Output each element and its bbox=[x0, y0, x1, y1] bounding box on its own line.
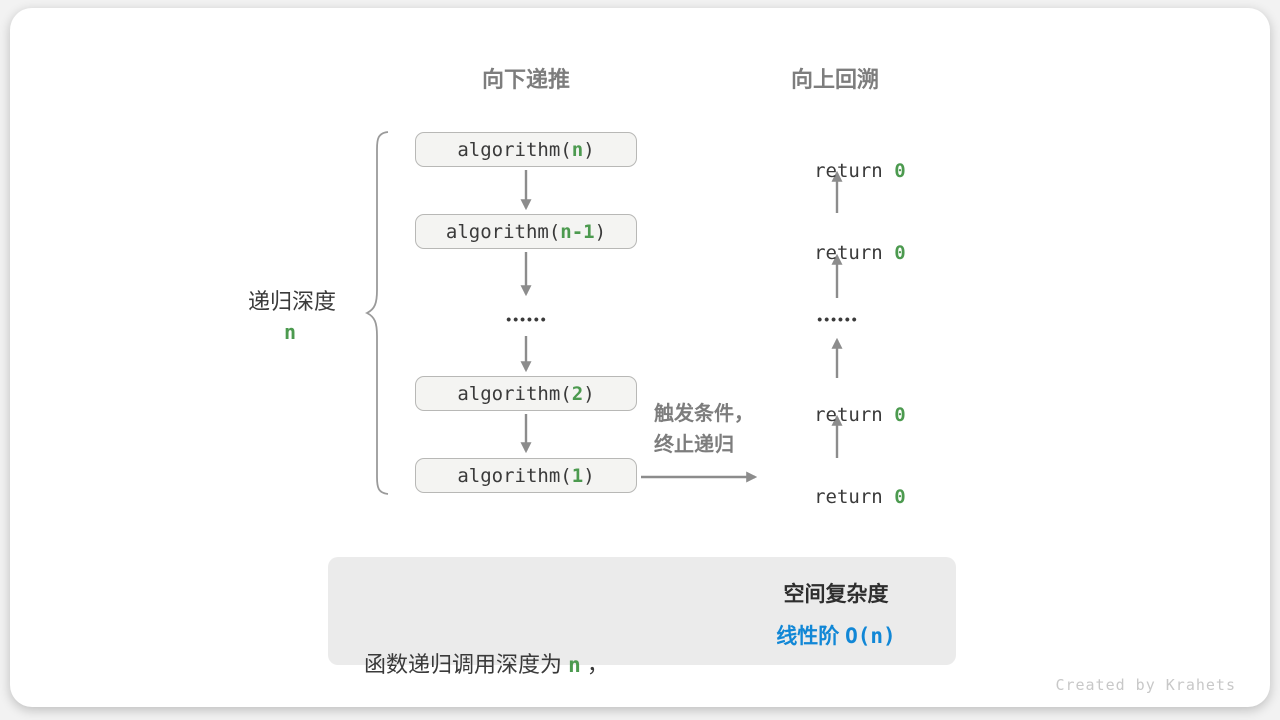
call-box-algorithm-n-1: algorithm(n-1) bbox=[415, 214, 637, 249]
return-statement: return 0 bbox=[768, 464, 906, 530]
call-box-algorithm-2: algorithm(2) bbox=[415, 376, 637, 411]
return-statement: return 0 bbox=[768, 138, 906, 204]
call-prefix: algorithm( bbox=[457, 464, 572, 487]
call-box-algorithm-n: algorithm(n) bbox=[415, 132, 637, 167]
summary-line1-tail: ， bbox=[580, 652, 609, 677]
termination-note-line2: 终止递归 bbox=[654, 434, 734, 456]
return-statement: return 0 bbox=[768, 220, 906, 286]
callstack-ellipsis: •••••• bbox=[506, 311, 548, 327]
call-prefix: algorithm( bbox=[445, 220, 561, 243]
return-value: 0 bbox=[894, 486, 906, 508]
call-arg: n bbox=[571, 138, 584, 161]
header-upward-backtracking: 向上回溯 bbox=[790, 67, 880, 92]
return-keyword: return bbox=[814, 242, 895, 264]
summary-line1: 函数递归调用深度为 n ， bbox=[364, 646, 609, 684]
call-suffix: ) bbox=[594, 220, 607, 243]
call-suffix: ) bbox=[583, 382, 595, 405]
termination-note: 触发条件， 终止递归 bbox=[654, 399, 754, 461]
return-keyword: return bbox=[814, 160, 895, 182]
call-suffix: ) bbox=[583, 464, 595, 487]
return-value: 0 bbox=[894, 160, 906, 182]
summary-line1-var: n bbox=[568, 653, 581, 677]
complexity-big-o: O(n) bbox=[845, 624, 896, 648]
return-value: 0 bbox=[894, 404, 906, 426]
return-statement: return 0 bbox=[768, 382, 906, 448]
credit-text: Created by Krahets bbox=[1055, 676, 1236, 694]
call-arg: 1 bbox=[571, 464, 584, 487]
return-keyword: return bbox=[814, 486, 895, 508]
recursion-depth-value: n bbox=[283, 320, 297, 344]
complexity-result: 空间复杂度 线性阶 O(n) bbox=[776, 578, 895, 650]
call-prefix: algorithm( bbox=[457, 382, 572, 405]
complexity-order-text: 线性阶 bbox=[776, 625, 846, 648]
call-arg: 2 bbox=[571, 382, 584, 405]
call-arg: n-1 bbox=[560, 220, 595, 243]
return-keyword: return bbox=[814, 404, 895, 426]
summary-description: 函数递归调用深度为 n ， 共使用 O(n) 的栈帧空间 bbox=[364, 572, 609, 720]
return-value: 0 bbox=[894, 242, 906, 264]
complexity-title: 空间复杂度 bbox=[783, 583, 889, 606]
summary-panel bbox=[328, 557, 956, 665]
call-prefix: algorithm( bbox=[457, 138, 572, 161]
call-box-algorithm-1: algorithm(1) bbox=[415, 458, 637, 493]
summary-line1-text: 函数递归调用深度为 bbox=[364, 652, 569, 677]
returns-ellipsis: •••••• bbox=[817, 311, 859, 327]
termination-note-line1: 触发条件， bbox=[654, 403, 754, 425]
header-downward-recursion: 向下递推 bbox=[481, 67, 571, 92]
call-suffix: ) bbox=[583, 138, 595, 161]
recursion-depth-label: 递归深度 bbox=[247, 289, 337, 314]
complexity-value: 线性阶 O(n) bbox=[776, 620, 895, 650]
